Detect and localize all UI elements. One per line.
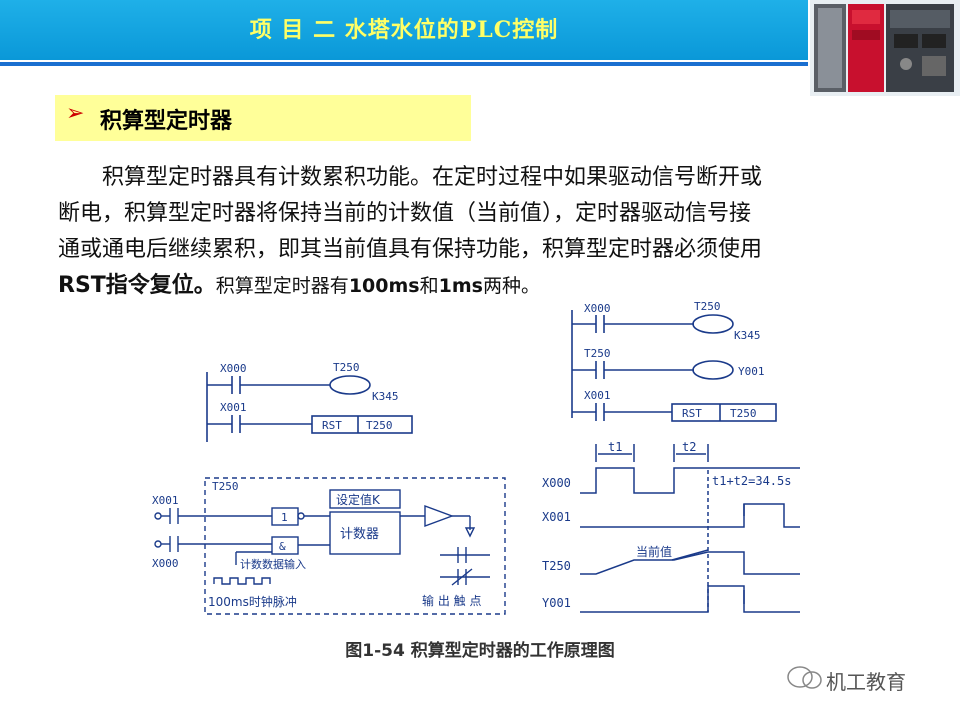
body-line-3: 通或通电后继续累积，即其当前值具有保持功能，积算型定时器必须使用: [58, 237, 763, 262]
timing-signal-t250: T250: [542, 559, 571, 573]
figure-caption: 图1-54 积算型定时器的工作原理图: [345, 641, 615, 661]
header-rule: [0, 62, 808, 66]
timing-labels: t1 t2 t1+t2=34.5s X000 X001 T250 Y001 当前…: [542, 440, 791, 610]
block-input-x001: X001: [152, 494, 179, 507]
ladder-right-labels: X000 T250 K345 T250 Y001 X001 RST T250: [584, 300, 765, 420]
block-diagram-labels: T250 X001 X000 1 & 设定值K 计数器 计数数据输入 100ms…: [152, 480, 481, 609]
timing-sum: t1+t2=34.5s: [712, 474, 791, 488]
ladder-left-rst-target: T250: [366, 419, 393, 432]
block-input-x000: X000: [152, 557, 179, 570]
body-line-4b: 积算型定时器有: [215, 275, 349, 297]
wechat-watermark-icon: [787, 666, 822, 689]
plc-device-image: [810, 0, 960, 96]
body-line-4f: 两种。: [482, 275, 540, 297]
timing-t1: t1: [608, 440, 622, 454]
body-line-4d: 和: [419, 275, 439, 297]
ladder-right-coil-k: K345: [734, 329, 761, 342]
ladder-left-labels: X000 T250 K345 X001 RST T250: [220, 361, 399, 432]
watermark-text: 机工教育: [826, 670, 906, 694]
page-title: 项 目 二 水塔水位的PLC控制: [249, 17, 559, 43]
ladder-right-contact-x000: X000: [584, 302, 611, 315]
ladder-right-coil-t250: T250: [694, 300, 721, 313]
ladder-right-rst-target: T250: [730, 407, 757, 420]
ladder-right-rst: RST: [682, 407, 702, 420]
block-not-gate: 1: [281, 511, 288, 524]
block-counter: 计数器: [340, 527, 379, 542]
body-paragraph: 积算型定时器具有计数累积功能。在定时过程中如果驱动信号断开或 断电，积算型定时器…: [58, 160, 938, 304]
ladder-right-coil-y001: Y001: [738, 365, 765, 378]
body-line-1: 积算型定时器具有计数累积功能。在定时过程中如果驱动信号断开或: [102, 165, 763, 190]
block-diagram: [154, 477, 506, 615]
body-line-4c: 100ms: [348, 275, 420, 297]
body-line-4e: 1ms: [438, 275, 483, 297]
block-clock: 100ms时钟脉冲: [208, 594, 297, 609]
ladder-right-contact-x001: X001: [584, 389, 611, 402]
ladder-left-coil-t250: T250: [333, 361, 360, 374]
block-and-gate: &: [279, 540, 286, 553]
ladder-left-contact-x001: X001: [220, 401, 247, 414]
block-count-input: 计数数据输入: [240, 557, 306, 571]
timing-t2: t2: [682, 440, 696, 454]
ladder-left: [206, 372, 413, 442]
timing-signal-y001: Y001: [542, 596, 571, 610]
ladder-left-rst: RST: [322, 419, 342, 432]
block-label-t250: T250: [212, 480, 239, 493]
ladder-left-contact-x000: X000: [220, 362, 247, 375]
arrow-bullet-icon: ➢: [66, 101, 85, 126]
section-title: 积算型定时器: [100, 109, 233, 134]
block-setpoint: 设定值K: [336, 492, 381, 507]
timing-diagram: [580, 444, 800, 613]
timing-signal-x001: X001: [542, 510, 571, 524]
ladder-right-contact-t250: T250: [584, 347, 611, 360]
ladder-left-coil-k: K345: [372, 390, 399, 403]
section-box: [55, 95, 471, 141]
timing-current-value: 当前值: [636, 544, 672, 559]
ladder-right: [571, 310, 777, 422]
body-line-2: 断电，积算型定时器将保持当前的计数值（当前值），定时器驱动信号接: [58, 201, 752, 226]
body-line-4a: RST指令复位。: [58, 273, 216, 298]
timing-signal-x000: X000: [542, 476, 571, 490]
block-output-contact: 输 出 触 点: [422, 593, 481, 608]
header-bar: [0, 0, 808, 60]
